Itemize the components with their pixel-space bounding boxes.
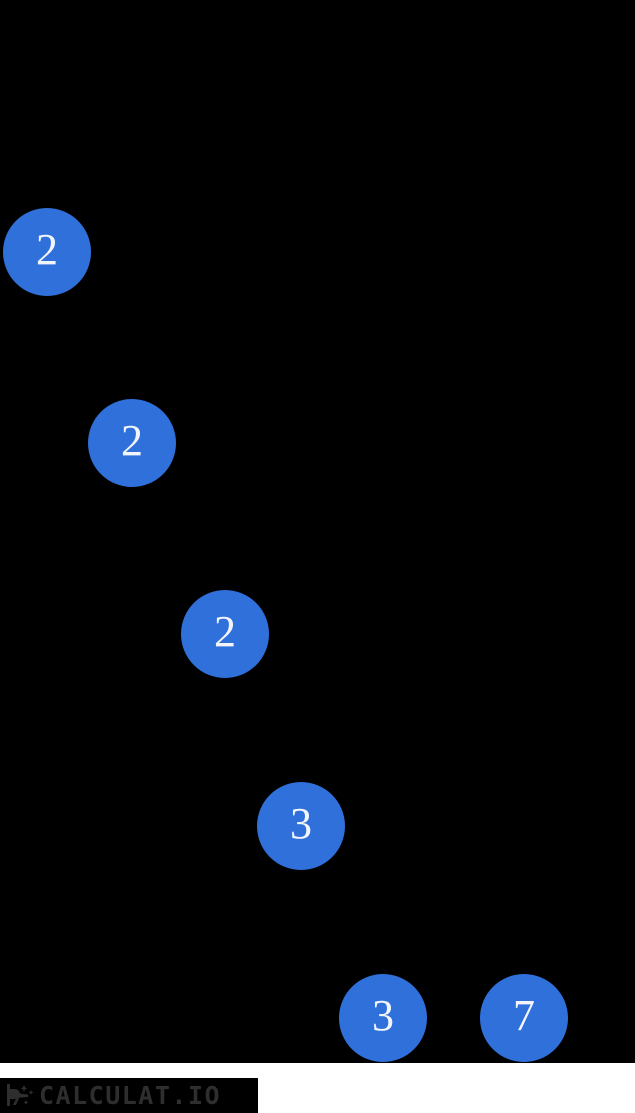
factor-node-label: 2 [121,416,143,465]
factor-node[interactable]: 7 [480,974,568,1062]
factor-node[interactable]: 2 [181,590,269,678]
factor-node-label: 2 [36,225,58,274]
factor-node[interactable]: 3 [257,782,345,870]
calculatio-logo-text: CALCULAT.IO [39,1081,222,1110]
factor-tree-canvas: 2 2 2 3 3 7 [0,0,635,1063]
factor-node-label: 3 [290,799,312,848]
factor-node[interactable]: 3 [339,974,427,1062]
factor-node-label: 3 [372,991,394,1040]
factor-node-label: 7 [513,991,535,1040]
footer-strip: CALCULAT.IO [0,1063,635,1113]
factor-node[interactable]: 2 [88,399,176,487]
factor-node-label: 2 [214,607,236,656]
calculatio-logo[interactable]: CALCULAT.IO [0,1078,258,1113]
factor-node[interactable]: 2 [3,208,91,296]
wrench-sparkle-icon [7,1083,34,1106]
